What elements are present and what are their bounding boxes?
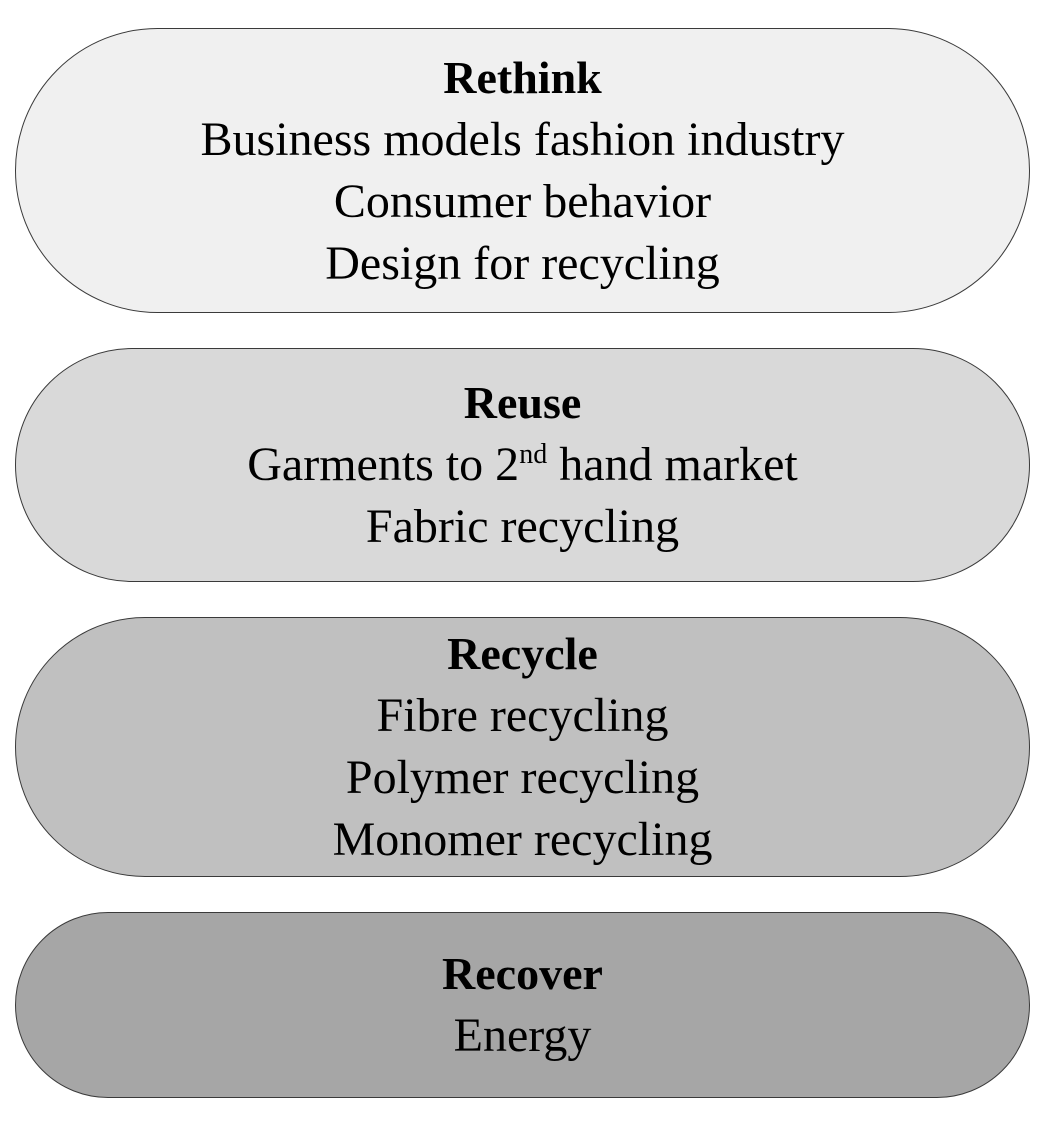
stage-item: Fibre recycling — [376, 689, 669, 742]
stage-item-text: Garments to 2 — [247, 438, 520, 491]
stage-item-text: hand market — [547, 438, 798, 491]
stage-title: Recover — [442, 948, 603, 999]
stage-title: Recycle — [447, 628, 598, 679]
stage-reuse: Reuse Garments to 2nd hand market Fabric… — [15, 348, 1030, 582]
stage-item: Design for recycling — [325, 236, 720, 290]
stage-title: Rethink — [443, 51, 602, 103]
stage-recover: Recover Energy — [15, 912, 1030, 1098]
stage-title: Reuse — [463, 377, 582, 428]
stage-item: Monomer recycling — [332, 813, 713, 866]
ordinal-suffix: nd — [519, 439, 548, 470]
stage-recycle: Recycle Fibre recycling Polymer recyclin… — [15, 617, 1030, 877]
stage-item: Consumer behavior — [333, 174, 712, 228]
stage-item: Fabric recycling — [365, 500, 680, 553]
stage-item: Business models fashion industry — [200, 112, 845, 166]
stage-item: Polymer recycling — [345, 751, 700, 804]
stage-item: Energy — [453, 1009, 592, 1062]
stage-rethink: Rethink Business models fashion industry… — [15, 28, 1030, 313]
stage-item: Garments to 2nd hand market — [247, 434, 798, 496]
